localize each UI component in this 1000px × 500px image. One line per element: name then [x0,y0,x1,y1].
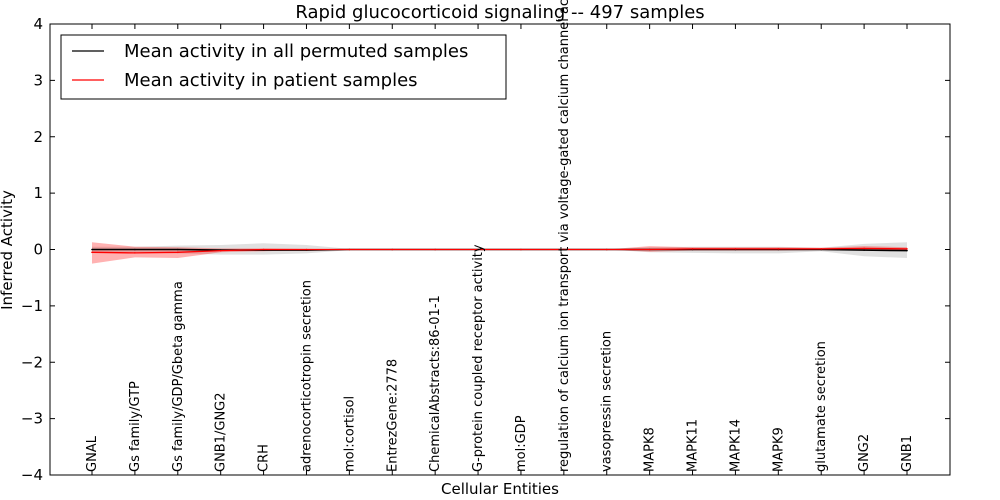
x-tick-label: Gs family/GTP [128,381,143,472]
x-tick-label: GNAL [85,435,100,472]
data-point [477,248,479,251]
y-tick-label: −2 [21,353,43,371]
x-axis-label: Cellular Entities [441,480,559,498]
y-tick-label: −3 [21,410,43,428]
x-tick-label: vasopressin secretion [600,331,615,472]
x-tick-label: GNB1/GNG2 [214,392,229,472]
data-point [348,248,351,251]
x-tick-label: regulation of calcium ion transport via … [557,0,572,472]
x-tick-label: MAPK9 [771,427,786,472]
x-tick-label: CRH [257,444,272,472]
data-point [734,248,737,250]
data-point [176,251,179,254]
legend-label: Mean activity in patient samples [124,70,418,91]
x-tick-label: adrenocorticotropin secretion [299,280,314,472]
plot-frame [49,23,951,476]
data-point [134,248,136,251]
legend-label: Mean activity in all permuted samples [124,41,468,62]
y-tick-label: 2 [33,128,43,146]
y-tick-label: 1 [33,184,43,202]
y-tick-label: −4 [21,466,43,484]
data-point [906,248,908,250]
x-tick-label: MAPK8 [643,427,658,472]
data-point [91,251,93,254]
x-tick-label: Gs family/GDP/Gbeta gamma [171,281,186,472]
data-point [863,249,865,251]
data-point [520,248,522,251]
x-tick-label: GNB1 [900,435,915,472]
y-axis-label: Inferred Activity [0,190,16,310]
data-point [863,247,865,250]
data-point [820,248,823,250]
data-point [305,248,308,251]
y-tick-label: 3 [33,71,43,89]
series-band-permuted [92,242,907,258]
x-tick-label: GNG2 [857,434,872,472]
x-tick-label: glutamate secretion [814,341,829,472]
x-tick-label: ChemicalAbstracts:86-01-1 [428,295,443,472]
x-tick-label: mol:GDP [514,415,529,472]
y-tick-label: 0 [33,241,43,259]
chart-title: Rapid glucocorticoid signaling -- 497 sa… [295,2,704,23]
x-tick-label: EntrezGene:2778 [385,359,400,472]
series-band-patient [92,242,907,264]
data-point [91,248,93,251]
data-point [563,248,565,251]
data-point [434,248,436,251]
y-tick-label: 4 [33,15,43,33]
data-point [906,249,908,252]
data-point [134,252,136,254]
x-tick-label: MAPK14 [728,419,743,472]
legend-box [60,34,507,100]
legend: Mean activity in all permuted samplesMea… [60,34,507,100]
data-point [219,249,222,252]
data-point [262,248,265,251]
series-line-patient [91,247,908,254]
data-point [648,248,651,251]
data-point [691,248,694,250]
data-point [176,248,179,251]
y-tick-label: −1 [21,297,43,315]
data-point [777,248,780,250]
data-point [391,248,394,251]
x-tick-label: mol:cortisol [342,396,357,472]
x-tick-label: G-protein coupled receptor activity [471,244,486,472]
data-point [605,248,608,251]
x-tick-label: MAPK11 [686,419,701,472]
plot-area: 4 3 2 1 0 −1 −2 −3 −4 GNAL Gs family/GTP Gs family/… [21,0,950,484]
